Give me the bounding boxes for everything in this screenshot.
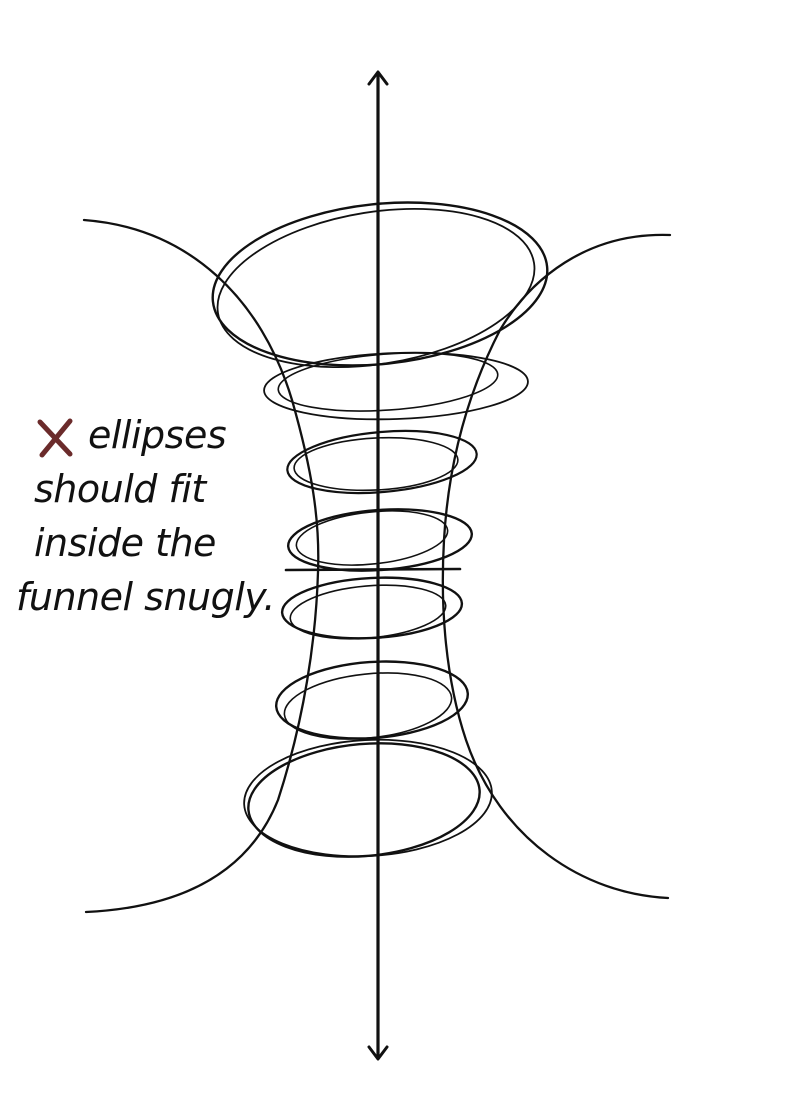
note-text-1: ellipses xyxy=(88,413,227,457)
vertical-axis xyxy=(367,70,389,1061)
funnel-outline xyxy=(82,218,672,914)
note-line-3: inside the xyxy=(34,521,216,565)
note-line-4: funnel snugly. xyxy=(16,575,275,619)
note-line-2: should fit xyxy=(34,467,206,511)
annotation-note: ellipses should fit inside the funnel sn… xyxy=(16,408,296,624)
cross-mark-icon xyxy=(37,418,73,457)
ellipse-stack xyxy=(211,201,549,858)
note-line-1: ellipses xyxy=(16,408,296,462)
